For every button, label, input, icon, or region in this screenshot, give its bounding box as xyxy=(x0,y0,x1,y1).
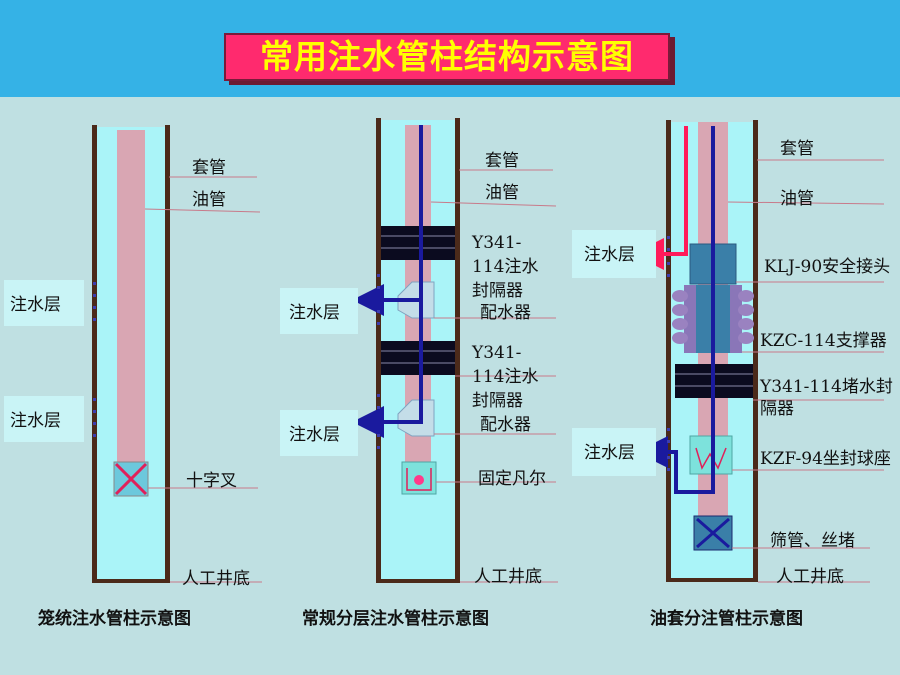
well3-casing-right xyxy=(753,120,758,582)
well3-casing-bottom xyxy=(666,578,758,582)
well3-casing-label: 套管 xyxy=(780,139,814,159)
well3-bottom-label: 人工井底 xyxy=(776,567,844,587)
well1-casing-right xyxy=(165,125,170,583)
well2-zone-lower-box xyxy=(280,410,358,456)
well3-casing-left xyxy=(666,120,671,582)
page-title: 常用注水管柱结构示意图 xyxy=(260,37,634,76)
well2-zone-lower-label: 注水层 xyxy=(289,425,340,445)
well2-flow-lower xyxy=(352,300,423,438)
well-diagram-1: 套管 油管 十字叉 人工井底 注水层 注水层 笼统注水管柱示意图 xyxy=(4,125,262,629)
well2-packer-upper xyxy=(381,226,455,260)
well2-perforations xyxy=(377,274,380,449)
well2-packer2-label-line1: Y341- xyxy=(471,343,521,363)
well-diagram-2: 注水层 注水层 套管 油管 Y341- 114注水 封隔器 配水器 Y341- … xyxy=(280,118,558,629)
well1-zone-lower-box xyxy=(4,396,84,442)
well3-seat-label: KZF-94坐封球座 xyxy=(760,449,891,469)
well1-zone-upper-label: 注水层 xyxy=(10,295,61,315)
well2-packer2-label-line3: 封隔器 xyxy=(472,391,523,411)
well2-casing-right xyxy=(455,118,460,583)
well3-zone-upper-box xyxy=(572,230,656,278)
well1-caption: 笼统注水管柱示意图 xyxy=(37,608,191,629)
well2-caption: 常规分层注水管柱示意图 xyxy=(302,608,489,629)
well2-valve-label: 固定凡尔 xyxy=(478,469,546,489)
well3-screen-label: 筛管、丝堵 xyxy=(770,531,855,551)
title-banner: 常用注水管柱结构示意图 xyxy=(224,33,670,81)
well2-zone-upper-box xyxy=(280,288,358,334)
well2-tubing-label: 油管 xyxy=(485,183,519,203)
well1-casing-label: 套管 xyxy=(192,158,226,178)
well3-caption: 油套分注管柱示意图 xyxy=(650,608,803,629)
fixed-valve-icon xyxy=(401,461,437,495)
well2-packer2-label-line2: 114注水 xyxy=(472,367,538,387)
well2-packer1-label-line1: Y341- xyxy=(471,233,521,253)
well3-packer-label-line2: 隔器 xyxy=(760,399,794,419)
well3-flow-tubing xyxy=(636,126,715,494)
well1-zone-lower-label: 注水层 xyxy=(10,411,61,431)
well2-casing-bottom xyxy=(376,579,460,583)
well2-casing-left xyxy=(376,118,381,583)
well1-cross-label: 十字叉 xyxy=(186,471,237,491)
well-diagram-3: 注水层 注水层 套管 油管 KLJ-90安全接头 KZC-114支撑器 Y341… xyxy=(572,120,893,629)
well2-distributor-lower xyxy=(397,399,435,437)
well1-zone-upper-box xyxy=(4,280,84,326)
well2-packer1-label-line2: 114注水 xyxy=(472,257,538,277)
well1-tubing xyxy=(117,130,145,462)
well3-zone-upper-label: 注水层 xyxy=(584,245,635,265)
x-cross-icon xyxy=(113,461,149,497)
well3-anchor-label: KZC-114支撑器 xyxy=(760,331,887,351)
well1-casing-bottom xyxy=(92,579,170,583)
well1-casing-left xyxy=(92,125,97,583)
well1-tubing-label: 油管 xyxy=(192,190,226,210)
screen-plug-icon xyxy=(693,515,733,551)
well3-zone-lower-box xyxy=(572,428,656,476)
well1-perforations-lower xyxy=(93,398,96,437)
well1-tubing-leader xyxy=(144,208,261,213)
well2-packer-lower xyxy=(381,341,455,375)
well3-packer-label-line1: Y341-114堵水封 xyxy=(759,377,893,397)
well3-safety-label: KLJ-90安全接头 xyxy=(764,257,890,277)
well2-distributor1-label: 配水器 xyxy=(480,303,531,323)
well2-tubing-leader xyxy=(430,201,557,207)
well2-zone-upper-label: 注水层 xyxy=(289,303,340,323)
well3-perforations xyxy=(667,236,670,471)
well3-zone-lower-label: 注水层 xyxy=(584,443,635,463)
well1-bottom-label: 人工井底 xyxy=(182,569,250,589)
well2-bottom-label: 人工井底 xyxy=(474,567,542,587)
well1-perforations-upper xyxy=(93,282,96,321)
well3-tubing-label: 油管 xyxy=(780,189,814,209)
well3-tubing-leader xyxy=(727,201,885,205)
well2-distributor2-label: 配水器 xyxy=(480,415,531,435)
well2-casing-label: 套管 xyxy=(485,151,519,171)
well2-packer1-label-line3: 封隔器 xyxy=(472,281,523,301)
